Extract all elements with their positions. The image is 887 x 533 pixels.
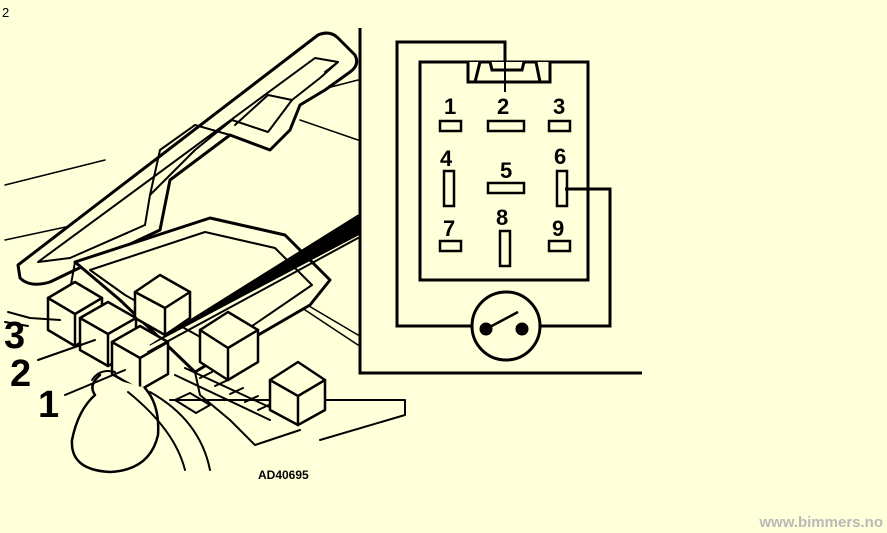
pin-label-3: 3 [553,94,565,119]
pin-label-7: 7 [443,216,455,241]
figure-code: AD40695 [258,468,309,482]
pin-slot-5 [486,181,526,195]
pin-slot-3 [547,119,572,133]
watermark: www.bimmers.no [759,514,883,531]
callout-2: 2 [10,353,31,395]
pin-slot-7 [438,239,463,253]
pin-label-8: 8 [496,205,508,230]
callout-3: 3 [4,315,25,357]
pin-slot-8 [498,229,512,268]
pinout-detail [358,28,642,375]
pin-label-2: 2 [497,94,509,119]
pin-label-9: 9 [552,216,564,241]
pin-label-1: 1 [444,94,456,119]
relay-box-drawing [4,31,406,474]
pin-label-6: 6 [554,144,566,169]
pin-slot-9 [547,239,572,253]
pin-slot-1 [438,119,463,133]
callout-1: 1 [38,384,59,426]
pin-slot-4 [442,169,456,208]
pin-label-5: 5 [500,158,512,183]
pin-slot-2 [486,119,526,133]
page-number: 2 [2,5,9,20]
pin-label-4: 4 [440,146,453,171]
